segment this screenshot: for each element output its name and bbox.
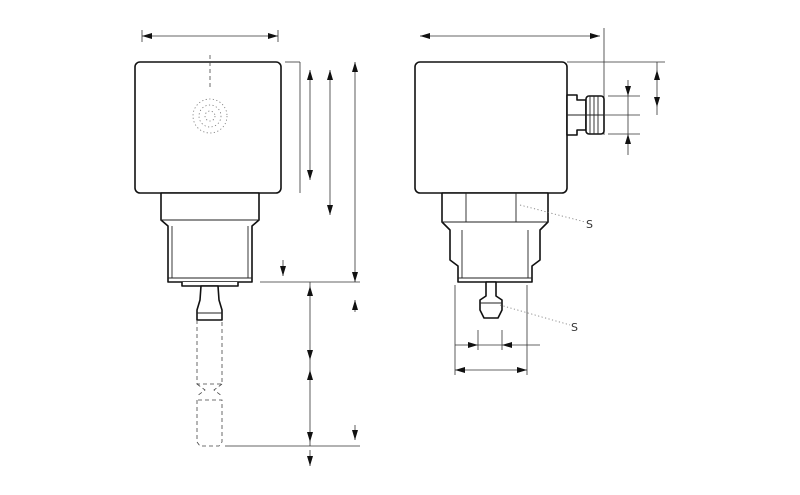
side-neck	[441, 192, 549, 283]
side-connector-dimensions	[567, 61, 665, 155]
callout-leader-1	[519, 204, 586, 223]
side-probe-tip	[479, 281, 503, 319]
front-top-dimension	[141, 30, 279, 42]
front-probe-tip	[196, 285, 223, 321]
side-bottom-dimensions	[454, 285, 540, 375]
callout-label-1: S	[586, 218, 593, 231]
connector-plug-icon	[566, 94, 605, 136]
front-neck	[160, 192, 260, 283]
side-head-body	[414, 61, 568, 194]
front-probe-extension	[196, 320, 223, 447]
led-indicator-icon	[192, 98, 228, 134]
front-vertical-dimensions	[225, 61, 360, 466]
front-view	[134, 30, 360, 466]
side-view: S S	[414, 28, 665, 375]
callout-leader-2	[499, 304, 571, 326]
front-head-body	[134, 61, 282, 194]
callout-label-2: S	[571, 321, 578, 334]
